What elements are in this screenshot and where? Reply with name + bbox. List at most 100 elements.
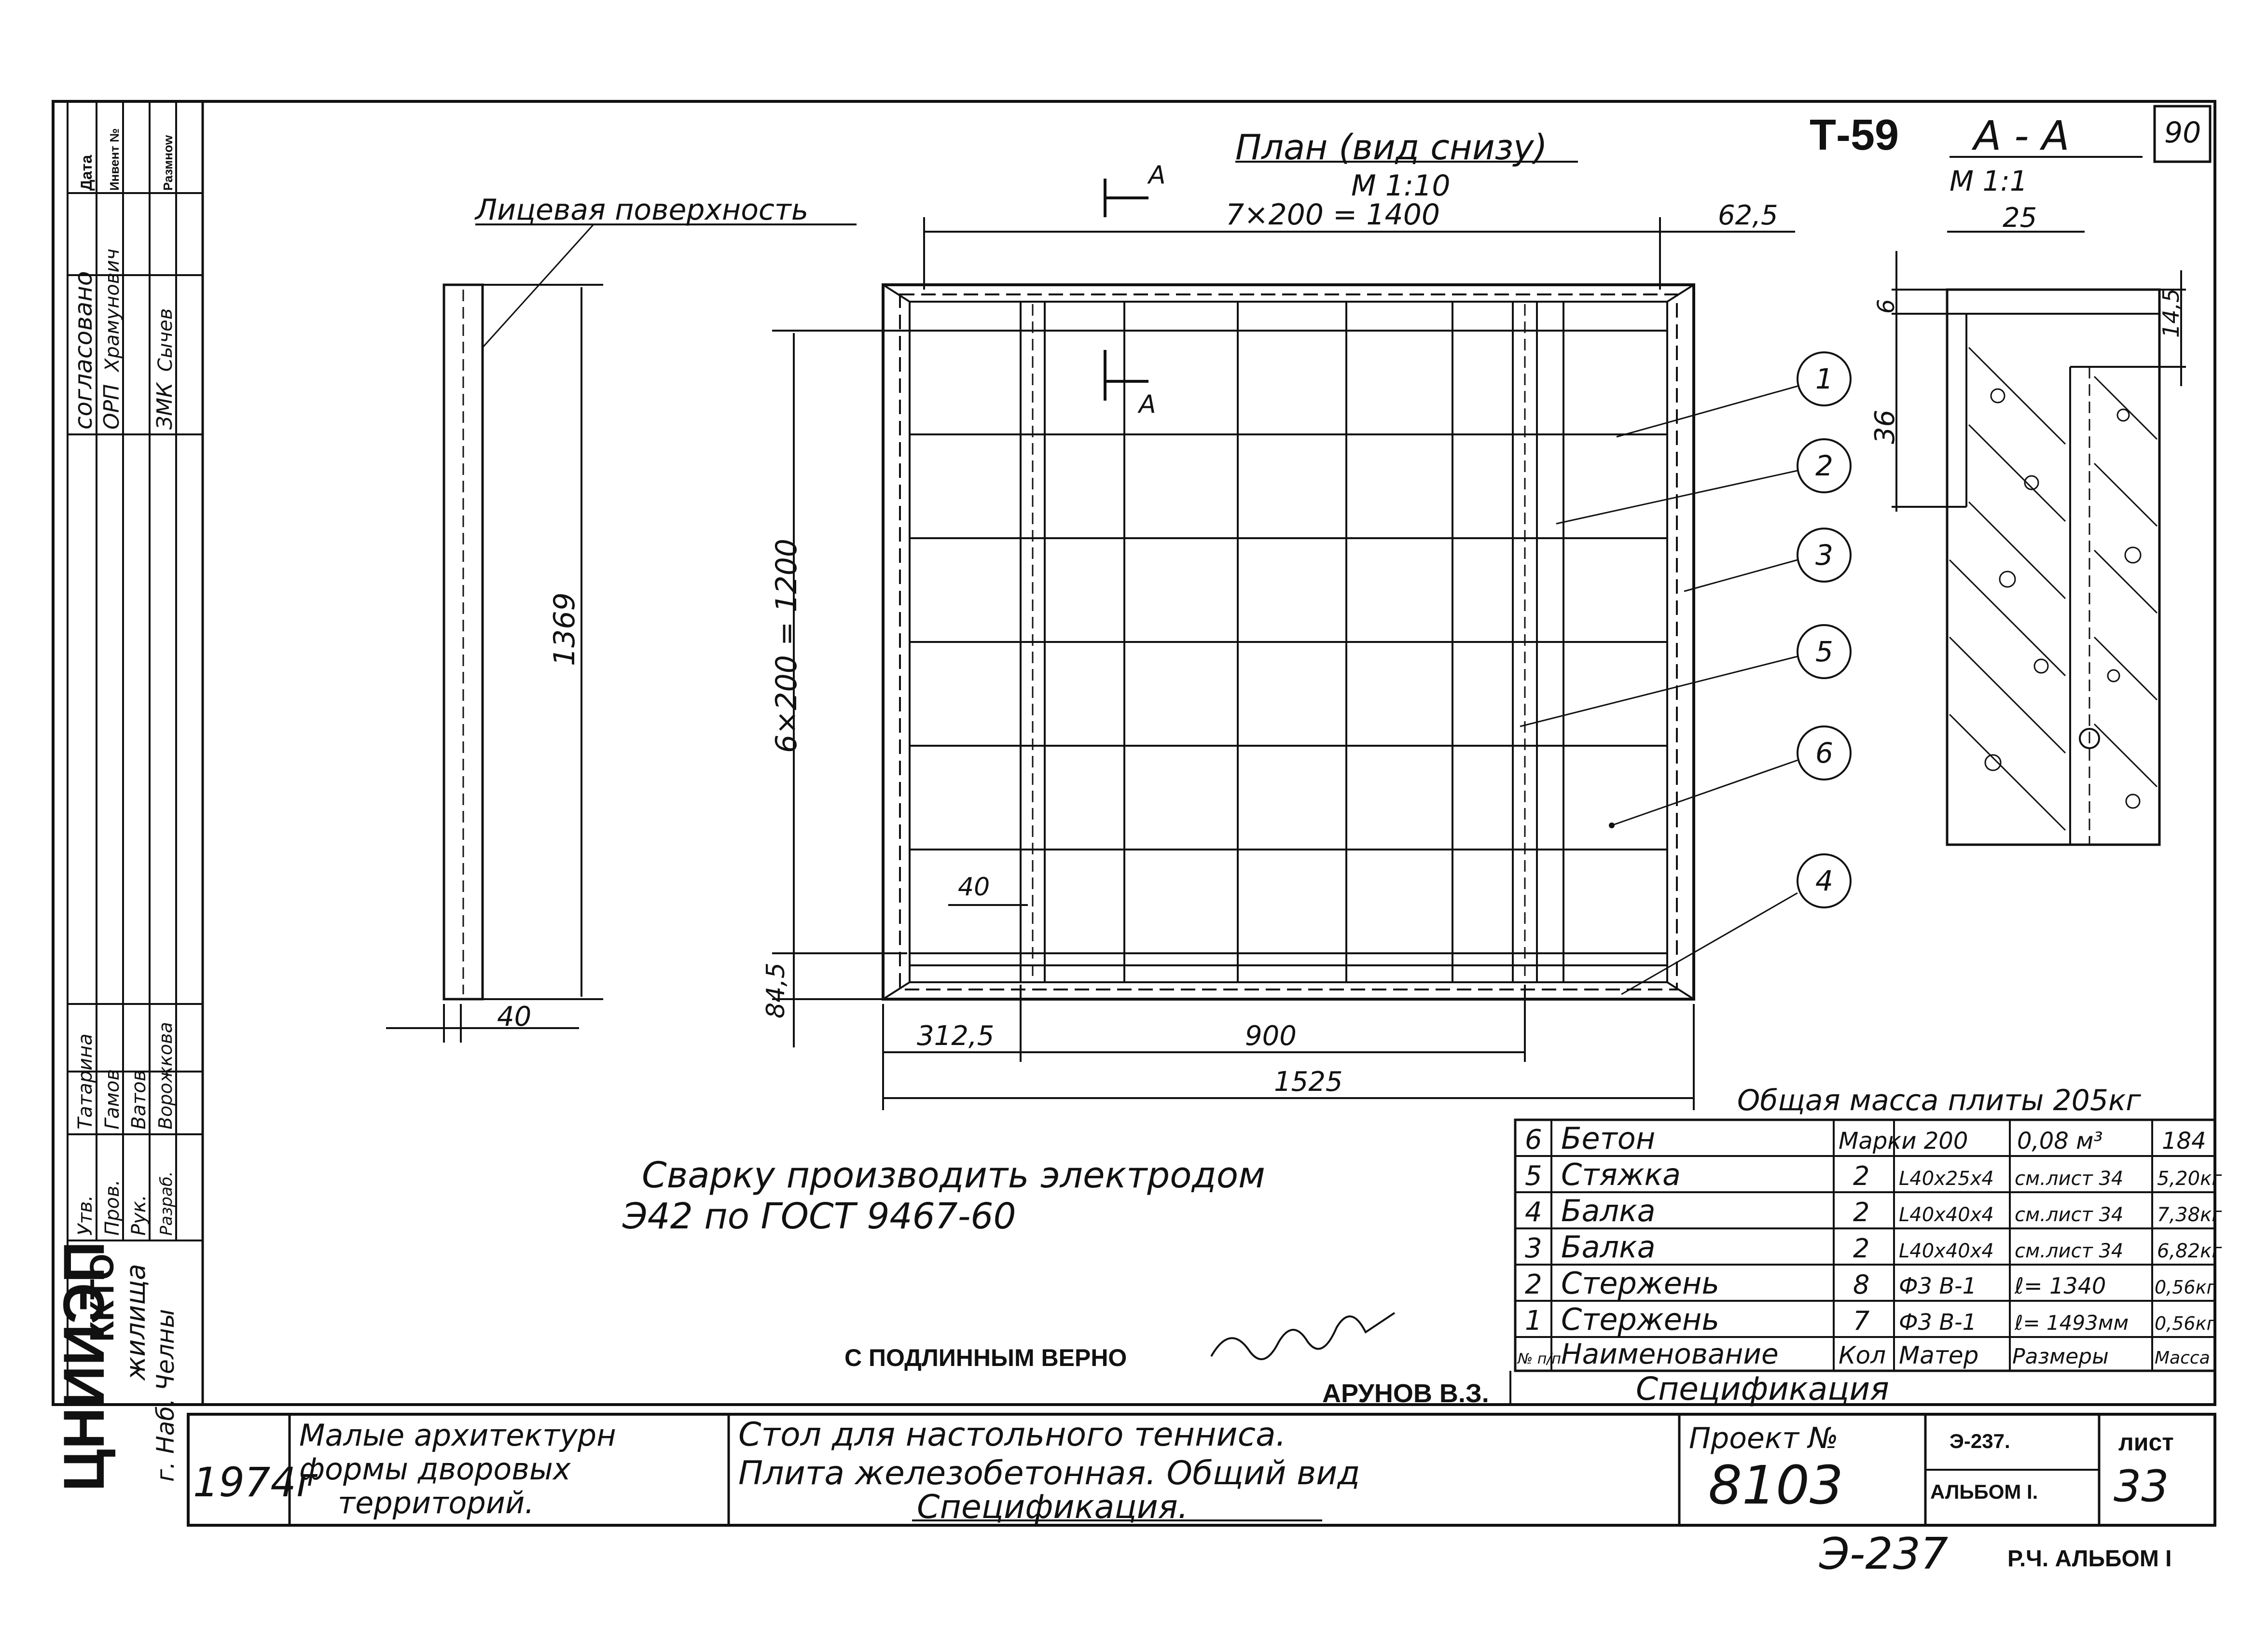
- sheet-number: 33: [2114, 1461, 2169, 1512]
- spec-cell-size: см.лист 34: [2015, 1168, 2123, 1190]
- spec-cell-qty: 2: [1853, 1197, 1869, 1227]
- concrete-hatch: [1949, 347, 2158, 831]
- callout-3: 3: [1684, 528, 1852, 592]
- spec-cell-name: Балка: [1561, 1229, 1656, 1265]
- sheet-label: лист: [2118, 1429, 2174, 1456]
- spec-cell-name: Бетон: [1561, 1121, 1655, 1156]
- page-number-box: 90: [2153, 105, 2212, 163]
- page-number: 90: [2164, 116, 2201, 150]
- approval-role-prov: Пров.: [101, 1180, 124, 1236]
- certification-text: С ПОДЛИННЫМ ВЕРНО: [844, 1344, 1127, 1371]
- approval-name-razrab: Ворожкова: [155, 1022, 176, 1129]
- spec-cell-qty: 8: [1853, 1269, 1869, 1300]
- approval-name-utv: Татарина: [74, 1033, 97, 1129]
- spec-head-material: Матер: [1899, 1341, 1978, 1369]
- spec-cell-no: 2: [1525, 1269, 1542, 1300]
- callout-label-5: 5: [1815, 635, 1833, 668]
- title-group-line3: территорий.: [338, 1485, 534, 1520]
- spec-table: 6 Бетон Марки 200 0,08 м³ 184 5 Стяжка 2…: [1514, 1118, 2222, 1407]
- strip-role-zmk: ЗМК: [152, 382, 177, 430]
- spec-head-name: Наименование: [1561, 1337, 1779, 1370]
- strip-header-agreed: согласовано: [69, 271, 97, 430]
- spec-head-mass: Масса: [2155, 1348, 2210, 1368]
- spec-caption: Спецификация: [1636, 1370, 1889, 1407]
- cut-label-mid: А: [1137, 390, 1156, 419]
- strip-name-zmk: Сычев: [154, 308, 177, 372]
- face-surface-label: Лицевая поверхность: [474, 193, 808, 227]
- spec-cell-size: ℓ= 1340: [2014, 1273, 2106, 1299]
- spec-head-qty: Кол: [1839, 1341, 1886, 1369]
- approval-role-razrab: Разраб.: [157, 1171, 176, 1236]
- callout-5: 5: [1520, 624, 1852, 727]
- weld-note-line1: Сварку производить электродом: [642, 1155, 1265, 1196]
- plan-dim-side: 6×200 = 1200: [770, 539, 803, 753]
- spec-cell-no: 4: [1525, 1197, 1542, 1228]
- callout-label-3: 3: [1815, 539, 1833, 571]
- rebar-grid: [910, 302, 1667, 982]
- title-group-line1: Малые архитектурн: [299, 1418, 616, 1453]
- spec-cell-mass: 0,56кг: [2155, 1277, 2217, 1298]
- spec-cell-qty: 7: [1853, 1306, 1869, 1336]
- callout-1: 1: [1616, 351, 1852, 438]
- spec-cell-material: Ф3 В-1: [1899, 1273, 1977, 1299]
- project-label: Проект №: [1689, 1421, 1839, 1455]
- title-album: АЛЬБОМ I.: [1930, 1480, 2038, 1503]
- callout-4: 4: [1621, 853, 1852, 995]
- title-group-line2: формы дворовых: [299, 1451, 571, 1487]
- spec-cell-material: L40х25х4: [1899, 1168, 1994, 1190]
- strip-role-orp: ОРП: [99, 384, 124, 430]
- certification-signer: АРУНОВ В.З.: [1322, 1379, 1489, 1408]
- title-line2: Плита железобетонная. Общий вид: [738, 1454, 1360, 1492]
- spec-cell-material: Ф3 В-1: [1899, 1309, 1977, 1335]
- section-dim-right: 14,5: [2158, 289, 2184, 338]
- strip-col-sign: Размноw: [161, 135, 175, 191]
- approval-role-ruk: Рук.: [128, 1195, 150, 1236]
- spec-cell-size: см.лист 34: [2015, 1240, 2123, 1262]
- side-height-dim: 1369: [548, 592, 581, 666]
- section-scale: М 1:1: [1950, 165, 2028, 197]
- plan-view: План (вид снизу) М 1:10 7×200 = 1400 62,…: [761, 127, 1852, 1110]
- plan-dim-right-top: 62,5: [1718, 200, 1778, 231]
- side-view: Лицевая поверхность 1369 40: [386, 193, 857, 1043]
- plan-dim-bottom-left: 312,5: [917, 1020, 994, 1052]
- org-line-housing: жилища: [120, 1264, 151, 1381]
- org-line-kkto: ККТО: [83, 1254, 121, 1342]
- spec-cell-size: 0,08 м³: [2017, 1128, 2103, 1155]
- callout-label-1: 1: [1815, 362, 1833, 395]
- spec-cell-name: Стержень: [1561, 1302, 1719, 1337]
- weld-note-line2: Э42 по ГОСТ 9467-60: [622, 1196, 1016, 1237]
- spec-cell-size: ℓ= 1493мм: [2014, 1311, 2129, 1335]
- spec-cell-qty: 2: [1853, 1161, 1869, 1191]
- left-approval-strip: Дата Инвент № Размноw согласовано ОРП Хр…: [52, 101, 203, 1491]
- plan-scale: М 1:10: [1351, 169, 1451, 203]
- spec-header-row: № п/п Наименование Кол Матер Размеры Мас…: [1517, 1337, 2210, 1370]
- spec-cell-material: L40х40х4: [1899, 1240, 1994, 1262]
- spec-row: 2 Стержень 8 Ф3 В-1 ℓ= 1340 0,56кг: [1525, 1266, 2217, 1301]
- strip-col-date: Дата: [78, 155, 95, 191]
- section-title: А - А: [1971, 112, 2070, 159]
- approval-name-ruk: Ватов: [128, 1070, 150, 1129]
- plan-dim-overall: 1525: [1274, 1066, 1343, 1098]
- spec-cell-qty: Марки 200: [1839, 1128, 1968, 1155]
- spec-cell-no: 3: [1525, 1233, 1542, 1264]
- callout-6: 6: [1609, 725, 1852, 828]
- spec-cell-size: см.лист 34: [2015, 1204, 2123, 1226]
- plan-dim-inner: 40: [958, 873, 990, 902]
- spec-cell-name: Стяжка: [1561, 1157, 1681, 1192]
- series-code-header: Т-59: [1810, 111, 1899, 159]
- section-dim-width: 25: [2003, 202, 2037, 234]
- spec-cell-mass: 6,82кг: [2157, 1240, 2222, 1262]
- callout-label-6: 6: [1815, 737, 1833, 769]
- project-number: 8103: [1708, 1454, 1843, 1516]
- callout-label-2: 2: [1815, 449, 1833, 482]
- spec-head-no: № п/п: [1517, 1351, 1561, 1367]
- strip-name-orp: Храмунович: [101, 249, 124, 373]
- footer-album: Р.Ч. АЛЬБОМ I: [2007, 1546, 2171, 1572]
- title-line1: Стол для настольного тенниса.: [738, 1416, 1286, 1454]
- title-block: 1974г Малые архитектурн формы дворовых т…: [187, 1413, 2216, 1527]
- spec-row: 5 Стяжка 2 L40х25х4 см.лист 34 5,20кг: [1525, 1157, 2222, 1192]
- sheet-frame: [52, 100, 2216, 1406]
- plan-dim-bottom-mid: 900: [1245, 1020, 1297, 1052]
- spec-cell-qty: 2: [1853, 1233, 1869, 1264]
- spec-row: 4 Балка 2 L40х40х4 см.лист 34 7,38кг: [1525, 1193, 2222, 1228]
